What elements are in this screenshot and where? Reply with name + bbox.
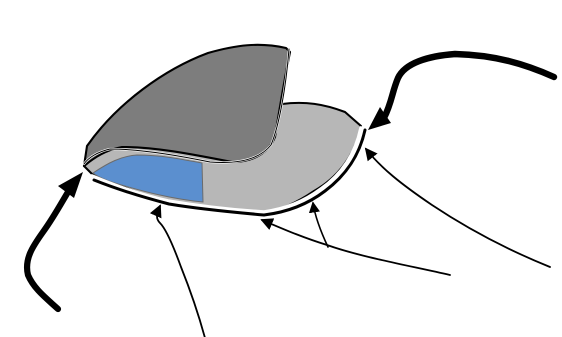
white-edge-layer [90,126,363,214]
thick-right-arrowhead [368,107,391,130]
thin-bottom-arrow [149,204,206,337]
thin-lower-right-arrow-branch [308,201,329,248]
outer-bottom-outline [92,128,367,217]
thin-lower-right-arrow [260,218,451,276]
thin-far-right-arrow [364,147,551,268]
thick-right-arrow-shaft [380,50,558,122]
thick-left-arrow-shaft [23,183,75,313]
dark-gray-upper-region [82,43,292,168]
thick-left-arrowhead [58,172,83,198]
region-divider-outline [83,48,290,165]
